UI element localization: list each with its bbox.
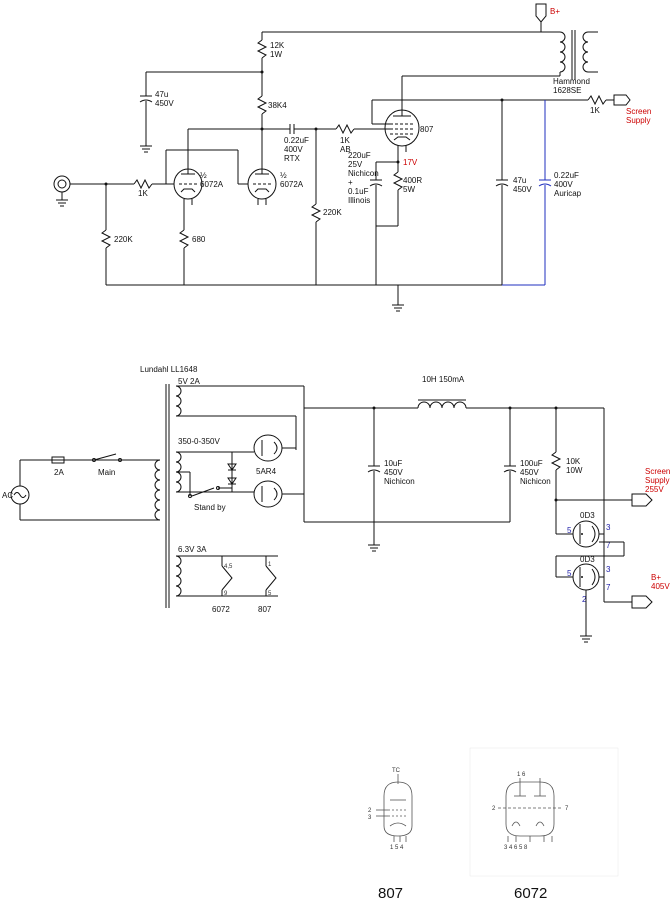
resistor-12k xyxy=(256,39,268,59)
winding-63v-label: 6.3V 3A xyxy=(178,545,207,554)
resistor-1k-screen xyxy=(587,94,607,106)
heater-6072-pin9: 9 xyxy=(224,591,228,597)
resistor-1k-input xyxy=(133,178,153,190)
pinout-807-tc: TC xyxy=(392,768,401,774)
winding-350v-label: 350-0-350V xyxy=(178,437,220,446)
standby-label: Stand by xyxy=(194,503,226,512)
ac-source-label: AC xyxy=(2,491,13,500)
heater-6072 xyxy=(221,565,233,591)
screen-supply-flag-psu xyxy=(631,493,653,507)
resistor-38k4 xyxy=(256,95,268,115)
tube-807 xyxy=(380,106,420,152)
choke-label: 10H 150mA xyxy=(422,375,465,384)
resistor-680-label: 680 xyxy=(192,235,206,244)
od3-bottom-pin2: 2 xyxy=(582,595,587,604)
heater-6072-pin45: 4,5 xyxy=(224,564,233,570)
cathode-voltage-label: 17V xyxy=(403,158,418,167)
resistor-400r xyxy=(392,171,404,191)
pinout-807 xyxy=(376,774,413,842)
resistor-1k-input-label: 1K xyxy=(138,189,148,198)
power-supply-section: Lundahl LL1648 AC 2A Main 5V 2A 350-0-35… xyxy=(2,365,670,643)
pinout-807-label: 807 xyxy=(378,885,403,902)
resistor-220k-input xyxy=(100,229,112,249)
fuse xyxy=(51,456,65,464)
pinout-6072-top-pins: 1 6 xyxy=(517,772,526,778)
power-transformer-label: Lundahl LL1648 xyxy=(140,365,198,374)
main-switch-label: Main xyxy=(98,468,115,477)
resistor-220k-input-label: 220K xyxy=(114,235,133,244)
od3-bottom-label: 0D3 xyxy=(580,555,595,564)
od3-top-pin3: 3 xyxy=(606,523,611,532)
input-jack xyxy=(53,175,71,207)
pinout-6072-label: 6072 xyxy=(514,885,547,902)
pinout-6072-right-pin: 7 xyxy=(565,806,569,812)
ac-source xyxy=(10,485,30,505)
main-switch xyxy=(93,453,117,461)
bplus-top-label: B+ xyxy=(550,7,560,16)
pinout-6072-left-pin: 2 xyxy=(492,806,496,812)
output-transformer xyxy=(559,30,598,80)
rectifier-5ar4 xyxy=(253,434,283,508)
bplus-flag-psu xyxy=(631,595,653,609)
heater-807 xyxy=(265,565,277,591)
resistor-1k-ab xyxy=(335,123,355,135)
rectifier-label: 5AR4 xyxy=(256,467,277,476)
standby-switch xyxy=(191,487,215,497)
od3-bottom-pin5: 5 xyxy=(567,569,572,578)
choke-10h xyxy=(417,401,467,409)
resistor-220k-grid-label: 220K xyxy=(323,208,342,217)
pinout-6072-bottom-pins: 3 4 6 5 8 xyxy=(504,845,528,851)
pinout-6072 xyxy=(498,778,562,842)
tube-807-label: 807 xyxy=(420,125,434,134)
winding-5v-label: 5V 2A xyxy=(178,377,200,386)
pinout-807-bottom-pins: 1 5 4 xyxy=(390,845,404,851)
resistor-680 xyxy=(178,229,190,249)
od3-bottom-pin7: 7 xyxy=(606,583,611,592)
heater-807-label: 807 xyxy=(258,605,272,614)
bplus-top-flag xyxy=(535,3,547,23)
fuse-label: 2A xyxy=(54,468,64,477)
resistor-1k-screen-label: 1K xyxy=(590,106,600,115)
regulator-od3-top xyxy=(572,520,600,548)
heater-6072-label: 6072 xyxy=(212,605,230,614)
diode-top xyxy=(227,463,237,471)
od3-top-label: 0D3 xyxy=(580,511,595,520)
heater-807-pin1: 1 xyxy=(268,562,272,568)
od3-top-pin5: 5 xyxy=(567,526,572,535)
resistor-220k-grid xyxy=(310,203,322,223)
od3-bottom-pin3: 3 xyxy=(606,565,611,574)
resistor-10k xyxy=(550,451,562,471)
diode-bottom xyxy=(227,477,237,485)
regulator-od3-bottom xyxy=(572,563,600,591)
bplus-label-psu: B+405V xyxy=(651,573,670,591)
heater-807-pin5: 5 xyxy=(268,591,272,597)
od3-top-pin7: 7 xyxy=(606,541,611,550)
resistor-38k4-label: 38K4 xyxy=(268,101,287,110)
screen-supply-flag-amp xyxy=(613,94,631,106)
